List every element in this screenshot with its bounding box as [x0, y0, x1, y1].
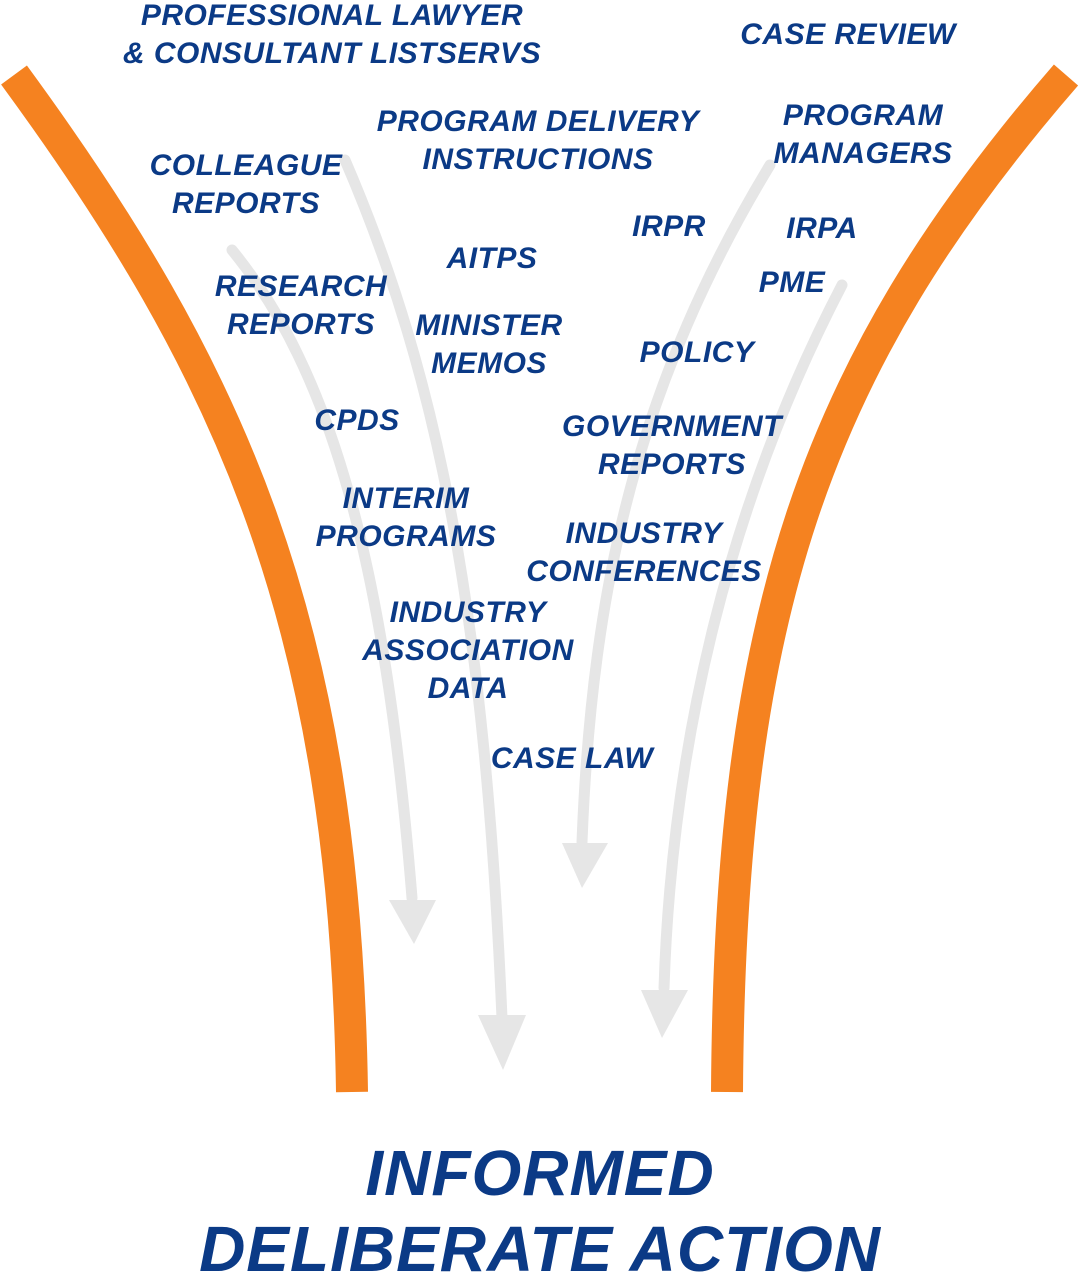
flow-arrowhead-left [389, 900, 436, 944]
flow-arrowhead-right-lower [641, 990, 688, 1038]
label-professional-lawyer-consultant-listservs: PROFESSIONAL LAWYER& CONSULTANT LISTSERV… [122, 0, 542, 70]
flow-arrowhead-center [478, 1015, 526, 1070]
funnel-wall-right [711, 64, 1079, 1093]
label-policy: POLICY [639, 336, 755, 369]
label-cpds: CPDS [314, 404, 400, 437]
flow-arrow-center [339, 154, 508, 1024]
label-case-law: CASE LAW [490, 742, 654, 775]
label-irpa: IRPA [786, 212, 858, 245]
label-pme: PME [758, 266, 826, 299]
flow-arrow-right-lower [658, 279, 848, 994]
funnel-wall-left [1, 65, 368, 1093]
label-aitps: AITPS [446, 242, 538, 275]
flow-arrow-left [226, 244, 418, 904]
label-irpr: IRPR [632, 210, 706, 243]
label-case-review: CASE REVIEW [740, 18, 956, 51]
flow-arrow-right-upper [576, 159, 776, 848]
flow-arrowhead-right-upper [562, 843, 608, 888]
